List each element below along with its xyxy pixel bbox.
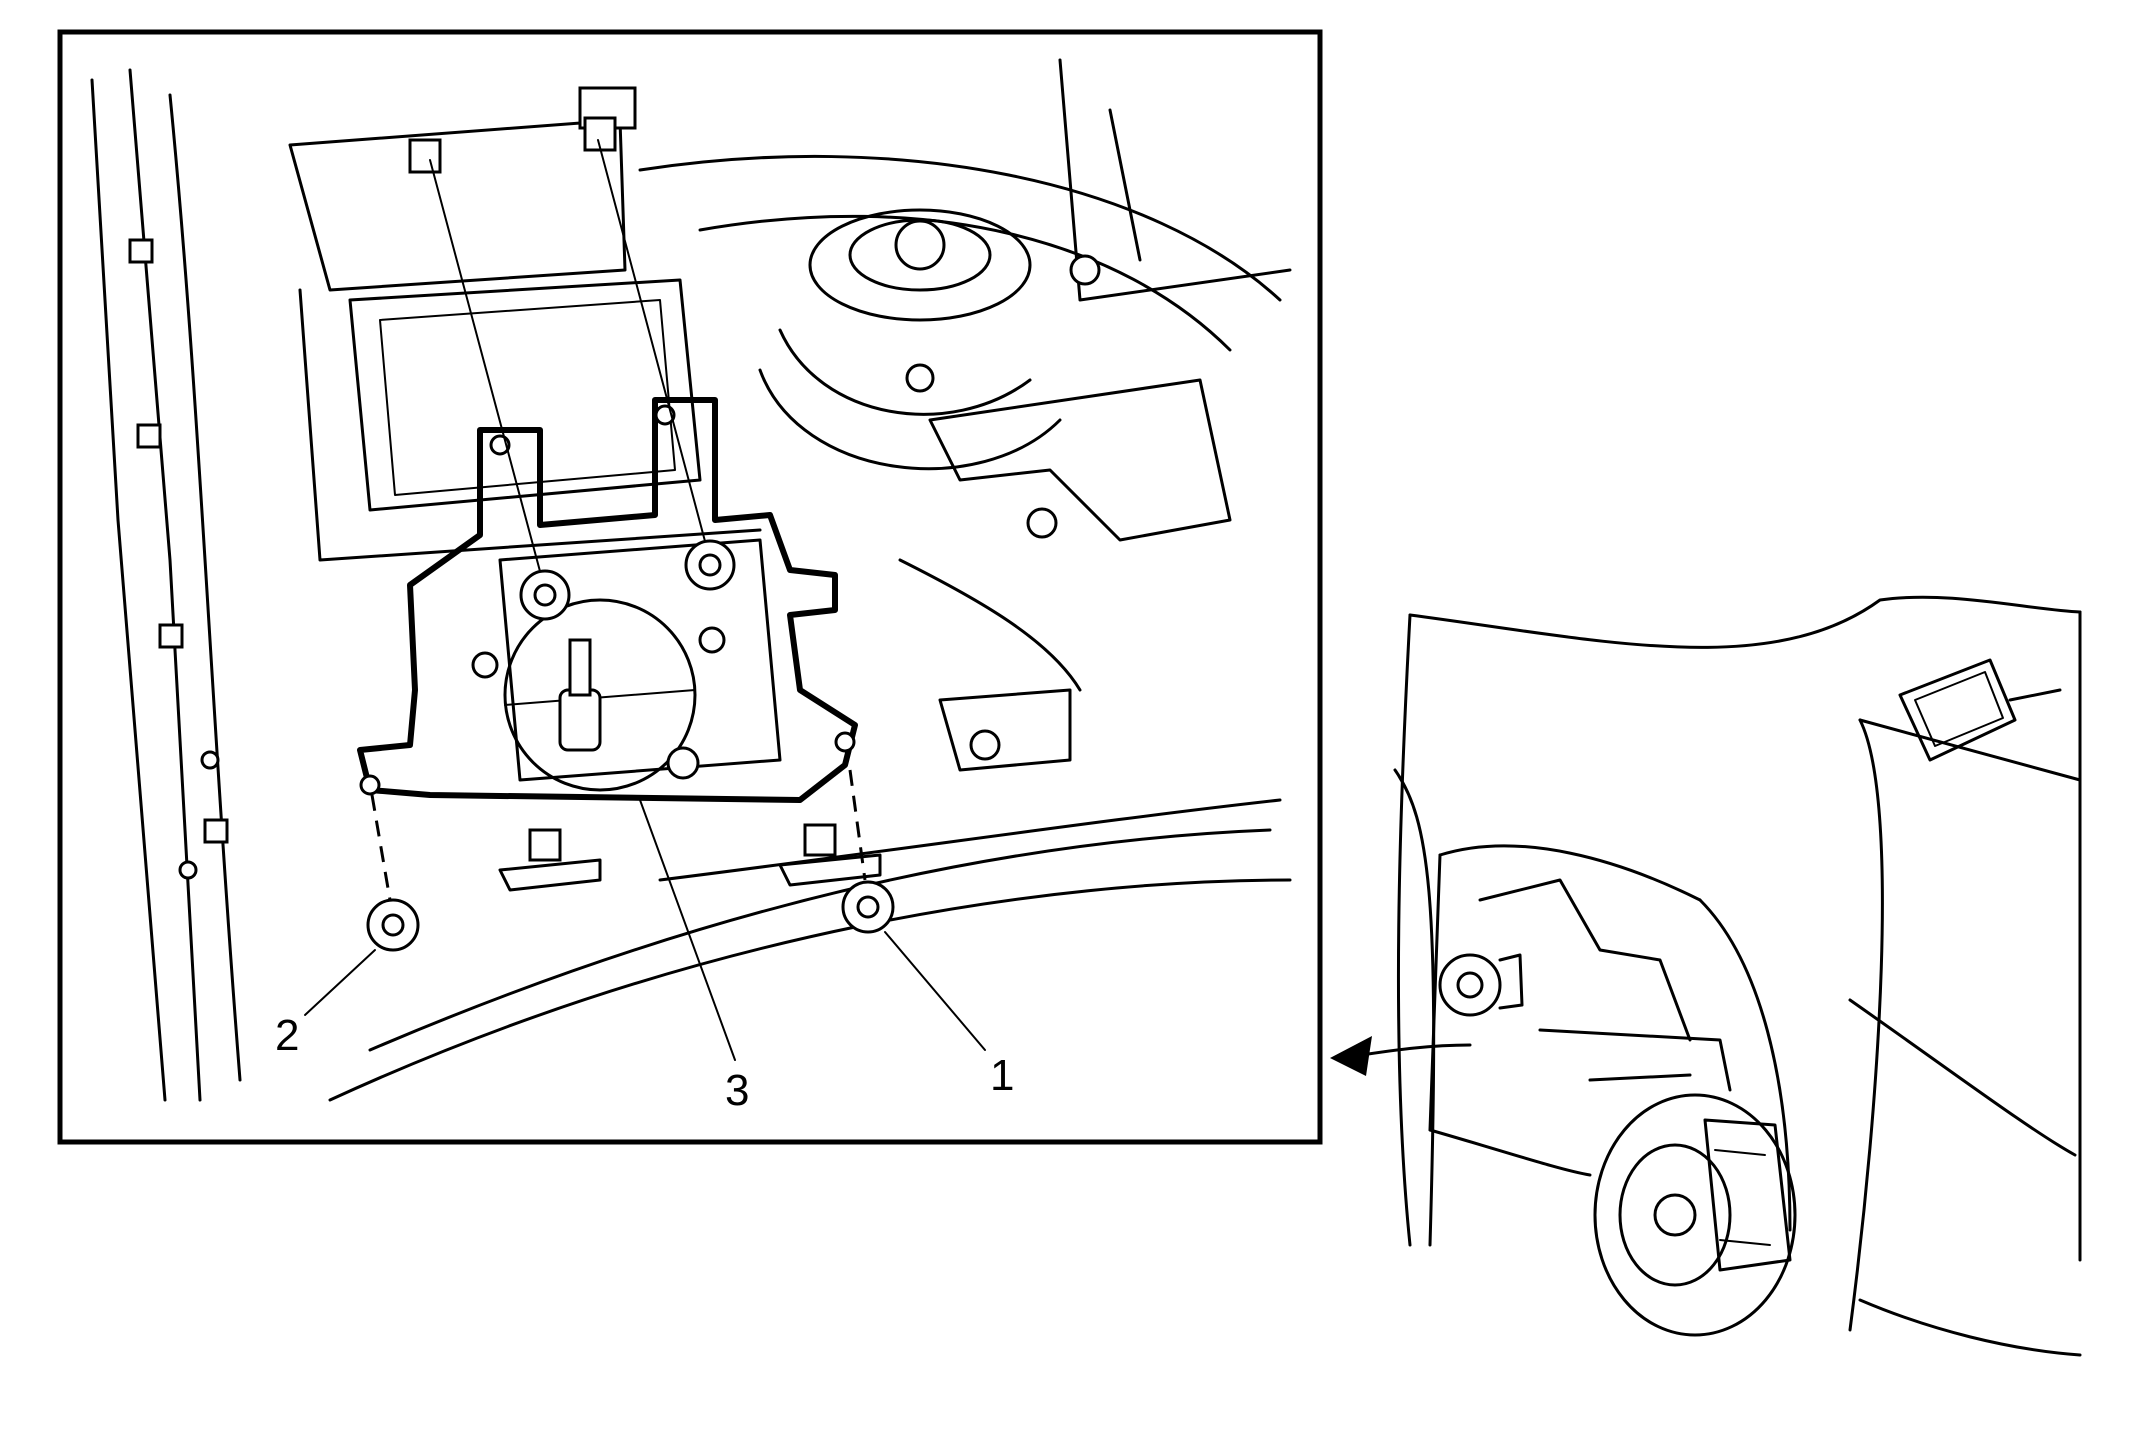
side-mirror — [1898, 658, 2062, 762]
brake-assembly — [1593, 1093, 1797, 1337]
frame-bracket — [898, 58, 1292, 772]
detail-frame — [57, 29, 1323, 1145]
upper-bolts — [429, 139, 736, 621]
locator-view — [1330, 595, 2082, 1357]
callout-1: 1 — [990, 1051, 1014, 1100]
strut-mount — [758, 208, 1062, 471]
nut-item-1 — [841, 769, 986, 1051]
fog-lamp-location — [1438, 878, 1732, 1092]
callout-2: 2 — [275, 1011, 299, 1060]
leader-item-3 — [639, 799, 736, 1061]
lower-studs — [498, 823, 882, 892]
nut-item-2 — [304, 794, 420, 1016]
view-arrow-icon — [1330, 1036, 1472, 1076]
callout-3: 3 — [725, 1066, 749, 1115]
fog-lamp-bracket — [357, 397, 858, 803]
detail-view: 1 2 3 — [57, 29, 1323, 1145]
fascia-edge — [90, 68, 242, 1102]
